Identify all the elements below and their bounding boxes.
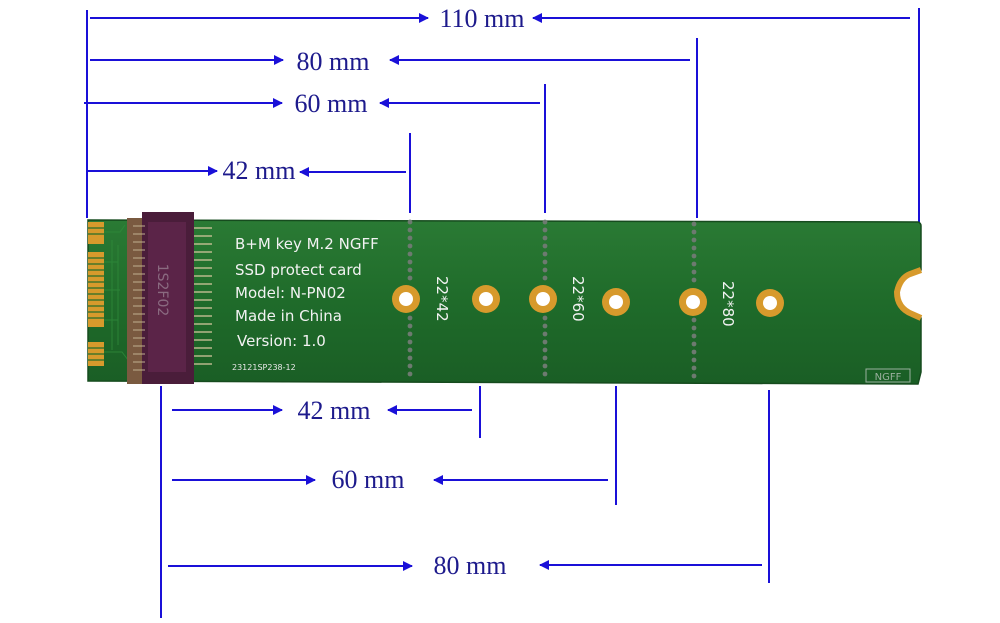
size-label-22x80: 22*80 <box>719 281 737 327</box>
size-label-22x60: 22*60 <box>569 276 587 322</box>
dim-label-60-bottom: 60 mm <box>332 465 405 494</box>
label-line-1: B+M key M.2 NGFF <box>235 235 379 253</box>
label-line-2: SSD protect card <box>235 261 362 279</box>
label-line-4: Made in China <box>235 307 342 325</box>
top-dimensions <box>84 8 920 225</box>
break-perforations <box>407 219 697 379</box>
mounting-hole-60 <box>529 285 557 313</box>
mounting-hole-2 <box>472 285 500 313</box>
dim-label-80-top: 80 mm <box>297 47 370 76</box>
label-line-3: Model: N-PN02 <box>235 284 346 302</box>
date-code: 23121SP238-12 <box>232 363 296 372</box>
dim-label-42-bottom: 42 mm <box>298 396 371 425</box>
label-line-5: Version: 1.0 <box>237 332 326 350</box>
mounting-hole-6 <box>756 289 784 317</box>
m2-adapter-board: 1S2F02 B+M key M.2 NGFF SSD protect card… <box>87 212 923 385</box>
mounting-holes <box>392 285 784 317</box>
dim-label-60-top: 60 mm <box>295 89 368 118</box>
pcb-body <box>88 220 921 384</box>
perforation-60 <box>542 219 548 377</box>
connector-print: 1S2F02 <box>154 264 170 317</box>
dim-label-42-top: 42 mm <box>223 156 296 185</box>
perforation-80 <box>691 221 697 379</box>
board-silkscreen-label: B+M key M.2 NGFF SSD protect card Model:… <box>232 235 379 372</box>
edge-connector-fingers <box>88 222 104 366</box>
m2-socket-connector: 1S2F02 <box>127 212 212 384</box>
mounting-notch <box>893 267 923 321</box>
mounting-hole-80 <box>679 288 707 316</box>
bottom-dimension-labels: 42 mm 60 mm 80 mm <box>298 396 507 580</box>
mounting-hole-4 <box>602 288 630 316</box>
svg-text:NGFF: NGFF <box>875 372 902 383</box>
bottom-dimensions <box>160 386 770 618</box>
top-dimension-labels: 110 mm 80 mm 60 mm 42 mm <box>223 4 525 185</box>
dim-label-80-bottom: 80 mm <box>434 551 507 580</box>
size-label-22x42: 22*42 <box>433 276 451 322</box>
perforation-42 <box>407 219 413 377</box>
corner-mark: NGFF <box>865 368 911 383</box>
mounting-hole-42 <box>392 285 420 313</box>
dim-label-110: 110 mm <box>440 4 525 33</box>
